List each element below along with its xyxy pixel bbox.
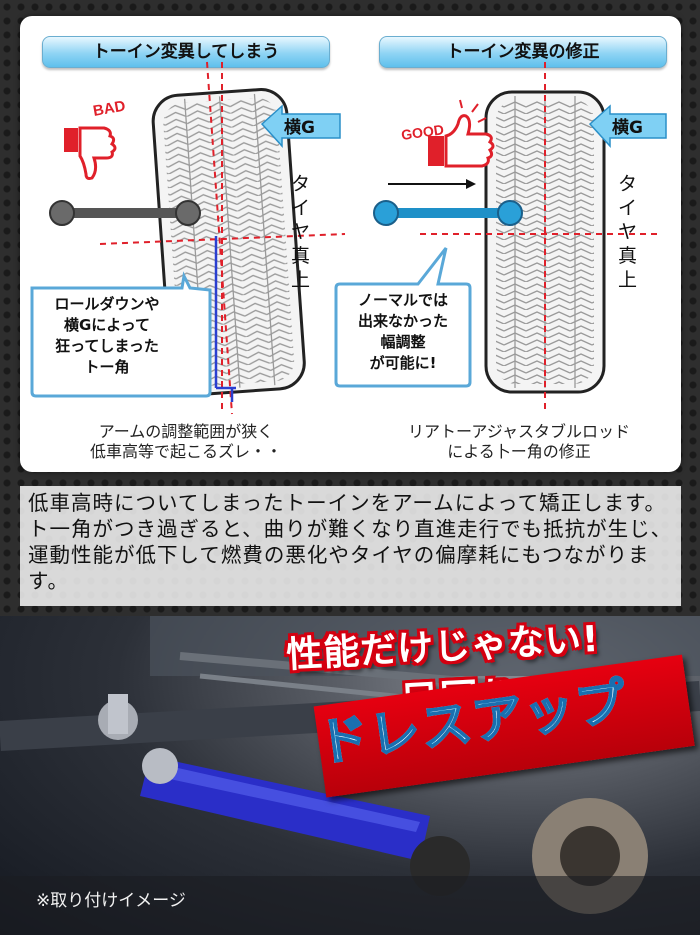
left-force-label: 横G [284, 118, 315, 138]
description-box: 低車高時についてしまったトーインをアームによって矯正します。ト一角がつき過ぎると… [20, 486, 681, 606]
left-caption: アームの調整範囲が狭く 低車高等で起こるズレ・・ [89, 422, 282, 461]
right-callout-bubble [334, 247, 472, 388]
right-panel-title: トーイン変異の修正 [379, 36, 667, 68]
right-caption: リアトーアジャスタブルロッド による卜ー角の修正 [408, 422, 630, 461]
right-callout-text: ノーマルでは 出来なかった 幅調整 が可能に! [357, 291, 448, 372]
installation-image-note: ※取り付けイメージ [36, 891, 186, 911]
right-force-arrow [588, 104, 667, 148]
left-callout-text: ロールダウンや 横Gによって 狂ってしまった トー角 [54, 295, 160, 376]
push-arrow-icon [388, 179, 476, 189]
right-arm-rod [373, 200, 523, 226]
left-arm-rod [49, 200, 201, 226]
left-tire-tilted-axis [206, 61, 233, 415]
right-vertical-label: タイヤ真上 [618, 173, 638, 291]
left-callout-bubble [30, 271, 212, 398]
thumbs-down-icon [64, 126, 117, 180]
description-text: 低車高時についてしまったトーインをアームによって矯正します。ト一角がつき過ぎると… [28, 491, 673, 593]
left-panel-title: トーイン変異してしまう [42, 36, 330, 68]
left-force-arrow [260, 104, 341, 148]
blue-adjustable-rod-photo [98, 694, 430, 861]
thumbs-up-icon [428, 99, 495, 168]
right-force-label: 横G [612, 118, 643, 138]
bad-label: BAD [92, 98, 127, 120]
good-label: GOOD [400, 121, 445, 143]
diagram-graphics: BAD GOOD [30, 61, 667, 415]
left-vertical-label: タイヤ真上 [291, 173, 311, 291]
